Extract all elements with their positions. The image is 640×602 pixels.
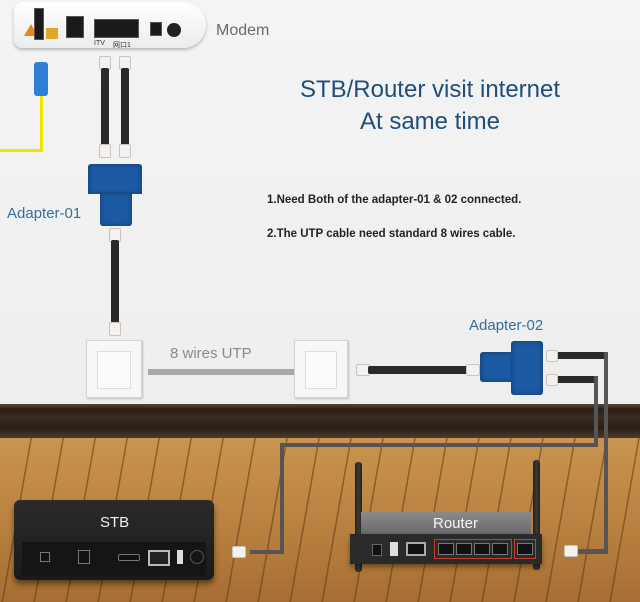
title-line-2: At same time bbox=[359, 108, 501, 135]
modem-device: ITV 网口1 bbox=[14, 2, 206, 49]
cable-to-stb-horizontal bbox=[280, 443, 598, 447]
ethernet-cable-horizontal bbox=[368, 366, 468, 374]
ethernet-cable-router bbox=[558, 352, 608, 359]
lan-port-3 bbox=[474, 543, 490, 555]
power-port bbox=[150, 22, 162, 36]
wall-socket bbox=[97, 351, 131, 389]
cable-to-stb-vertical bbox=[594, 376, 598, 446]
adapter-02-body bbox=[511, 341, 543, 395]
power-button bbox=[167, 23, 181, 37]
ethernet-cable-lan bbox=[121, 68, 129, 150]
fiber-cable bbox=[40, 80, 43, 152]
plug bbox=[99, 144, 111, 158]
antenna-left bbox=[355, 462, 362, 572]
router-device bbox=[350, 534, 542, 564]
plug bbox=[232, 546, 246, 558]
adapter-01 bbox=[88, 164, 142, 194]
antenna-right bbox=[533, 460, 540, 570]
hdmi-port bbox=[118, 554, 140, 561]
lan-port-5-group bbox=[514, 539, 536, 559]
modem-port-itv-label: ITV bbox=[94, 40, 105, 47]
note-2: 2.The UTP cable need standard 8 wires ca… bbox=[267, 228, 516, 240]
plug bbox=[466, 364, 480, 376]
utp-label: 8 wires UTP bbox=[170, 345, 252, 362]
ethernet-cable-itv bbox=[101, 68, 109, 150]
phone-port bbox=[66, 16, 84, 38]
cable-router-end bbox=[576, 549, 608, 554]
plug bbox=[546, 350, 558, 362]
power-button bbox=[190, 550, 204, 564]
optical-port bbox=[46, 28, 58, 39]
cable-stb-end bbox=[250, 550, 284, 554]
router-label: Router bbox=[433, 515, 479, 532]
diagram-title: STB/Router visit internet At same time bbox=[250, 74, 610, 138]
fiber-cable-horizontal bbox=[0, 149, 43, 152]
title-line-1: STB/Router visit internet bbox=[299, 76, 561, 103]
utp-cable bbox=[148, 369, 294, 375]
lan-port-1 bbox=[438, 543, 454, 555]
power-jack bbox=[372, 544, 382, 556]
stb-label: STB bbox=[100, 514, 130, 531]
wall-plate-left bbox=[86, 340, 142, 398]
wall-socket bbox=[305, 351, 337, 389]
usb-port bbox=[177, 550, 183, 564]
adapter-02 bbox=[480, 352, 514, 382]
router-top: Router bbox=[361, 512, 531, 534]
lan-port-2 bbox=[456, 543, 472, 555]
fiber-connector bbox=[34, 62, 48, 96]
lan-port-5 bbox=[517, 543, 533, 555]
ethernet-cable-down bbox=[111, 240, 119, 328]
lan-port-block bbox=[94, 19, 139, 38]
baseboard bbox=[0, 404, 640, 438]
ethernet-cable-stb bbox=[558, 376, 596, 383]
plug bbox=[564, 545, 578, 557]
lan-ports-group bbox=[434, 539, 512, 559]
power-jack bbox=[40, 552, 50, 562]
modem-port-lan-label: 网口1 bbox=[113, 42, 131, 49]
lan-port-4 bbox=[492, 543, 508, 555]
plug bbox=[546, 374, 558, 386]
cable-to-router-vertical bbox=[604, 352, 608, 552]
adapter-01-label: Adapter-01 bbox=[7, 205, 82, 222]
stb-device: STB bbox=[14, 500, 214, 580]
adapter-01-stem bbox=[100, 192, 132, 226]
fiber-port bbox=[34, 8, 44, 40]
adapter-02-label: Adapter-02 bbox=[469, 317, 544, 334]
stb-front-panel bbox=[22, 542, 206, 576]
usb-port bbox=[390, 542, 398, 556]
wan-port bbox=[406, 542, 426, 556]
optical-port bbox=[78, 550, 90, 564]
plug bbox=[119, 144, 131, 158]
note-1: 1.Need Both of the adapter-01 & 02 conne… bbox=[267, 194, 522, 206]
cable-to-stb-down bbox=[280, 443, 284, 553]
wall-plate-right bbox=[294, 340, 348, 398]
plug bbox=[109, 322, 121, 336]
ethernet-port bbox=[148, 550, 170, 566]
modem-label: Modem bbox=[216, 22, 270, 39]
